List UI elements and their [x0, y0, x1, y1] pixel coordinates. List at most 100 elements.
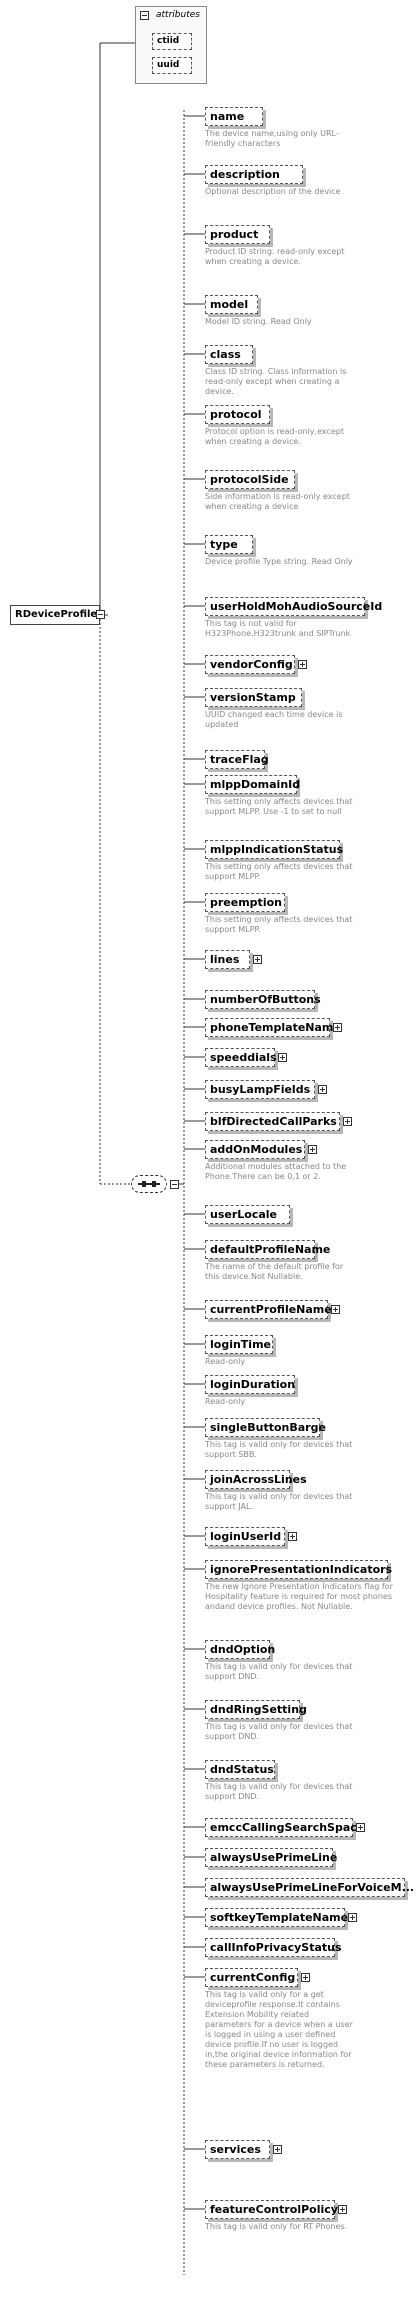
- element-speeddials[interactable]: speeddials: [205, 1048, 277, 1067]
- expand-icon[interactable]: [308, 1145, 317, 1154]
- element-label: preemption: [210, 896, 282, 909]
- element-logintime[interactable]: loginTime: [205, 1335, 273, 1354]
- element-phonetemplatename[interactable]: phoneTemplateName: [205, 1018, 341, 1037]
- attribute-uuid[interactable]: uuid: [152, 57, 192, 74]
- element-protocolside[interactable]: protocolSide: [205, 470, 295, 489]
- element-label: dndStatus: [210, 1763, 274, 1776]
- element-name[interactable]: name: [205, 107, 263, 126]
- element-userholdmohaudiosourceid[interactable]: userHoldMohAudioSourceId: [205, 597, 382, 616]
- element-alwaysuseprimeline[interactable]: alwaysUsePrimeLine: [205, 1848, 337, 1867]
- expand-icon[interactable]: [348, 1913, 357, 1922]
- element-label: mlppIndicationStatus: [210, 843, 344, 856]
- element-numberofbuttons[interactable]: numberOfButtons: [205, 990, 321, 1009]
- collapse-icon[interactable]: [140, 11, 149, 20]
- element-description: This setting only affects devices that s…: [205, 862, 353, 881]
- element-mlppdomainid[interactable]: mlppDomainId: [205, 775, 301, 794]
- expand-icon[interactable]: [253, 955, 262, 964]
- element-loginuserid[interactable]: loginUserId: [205, 1527, 285, 1546]
- root-collapse-icon[interactable]: [96, 610, 105, 619]
- expand-icon[interactable]: [298, 660, 307, 669]
- element-description: This tag is valid only for a get devicep…: [205, 1990, 353, 2069]
- sequence-collapse-icon[interactable]: [170, 1180, 179, 1189]
- element-loginduration[interactable]: loginDuration: [205, 1375, 295, 1394]
- element-label: joinAcrossLines: [210, 1473, 307, 1486]
- element-emcccallingsearchspace[interactable]: emccCallingSearchSpace: [205, 1818, 364, 1837]
- element-description[interactable]: description: [205, 165, 303, 184]
- element-label: services: [210, 2143, 261, 2156]
- expand-icon[interactable]: [356, 1823, 365, 1832]
- element-description: Class ID string. Class information is re…: [205, 367, 347, 396]
- element-label: model: [210, 298, 249, 311]
- root-element[interactable]: RDeviceProfile: [10, 605, 100, 625]
- element-label: featureControlPolicy: [210, 2203, 338, 2216]
- expand-icon[interactable]: [343, 1117, 352, 1126]
- element-type[interactable]: type: [205, 535, 253, 554]
- element-description: Model ID string. Read Only: [205, 317, 312, 326]
- element-label: name: [210, 110, 245, 123]
- attributes-group: attributes ctiid uuid: [135, 6, 207, 84]
- element-label: loginUserId: [210, 1530, 282, 1543]
- element-label: mlppDomainId: [210, 778, 301, 791]
- element-label: loginDuration: [210, 1378, 296, 1391]
- element-label: softkeyTemplateName: [210, 1911, 349, 1924]
- element-lines[interactable]: lines: [205, 950, 250, 969]
- expand-icon[interactable]: [331, 1305, 340, 1314]
- element-class[interactable]: class: [205, 345, 253, 364]
- element-label: addOnModules: [210, 1143, 303, 1156]
- element-dndstatus[interactable]: dndStatus: [205, 1760, 275, 1779]
- element-label: emccCallingSearchSpace: [210, 1821, 365, 1834]
- expand-icon[interactable]: [338, 2205, 347, 2214]
- element-preemption[interactable]: preemption: [205, 893, 285, 912]
- element-dndringsetting[interactable]: dndRingSetting: [205, 1700, 307, 1719]
- element-alwaysuseprimelineforvoicem[interactable]: alwaysUsePrimeLineForVoiceM...: [205, 1878, 414, 1897]
- element-description: Read-only: [205, 1397, 246, 1406]
- sequence-icon: [138, 1181, 160, 1187]
- element-label: dndRingSetting: [210, 1703, 307, 1716]
- element-services[interactable]: services: [205, 2140, 270, 2159]
- element-model[interactable]: model: [205, 295, 258, 314]
- element-joinacrosslines[interactable]: joinAcrossLines: [205, 1470, 307, 1489]
- element-description: Protocol option is read-only,except when…: [205, 427, 344, 446]
- element-defaultprofilename[interactable]: defaultProfileName: [205, 1240, 330, 1259]
- element-label: loginTime: [210, 1338, 271, 1351]
- element-callinfoprivacystatus[interactable]: callInfoPrivacyStatus: [205, 1938, 342, 1957]
- element-busylampfields[interactable]: busyLampFields: [205, 1080, 315, 1099]
- element-vendorconfig[interactable]: vendorConfig: [205, 655, 295, 674]
- element-description: Product ID string. read-only except when…: [205, 247, 345, 266]
- element-addonmodules[interactable]: addOnModules: [205, 1140, 305, 1159]
- element-versionstamp[interactable]: versionStamp: [205, 688, 302, 707]
- element-dndoption[interactable]: dndOption: [205, 1640, 275, 1659]
- expand-icon[interactable]: [318, 1085, 327, 1094]
- element-label: currentProfileName: [210, 1303, 332, 1316]
- element-protocol[interactable]: protocol: [205, 405, 270, 424]
- element-label: type: [210, 538, 238, 551]
- element-label: class: [210, 348, 241, 361]
- element-featurecontrolpolicy[interactable]: featureControlPolicy: [205, 2200, 338, 2219]
- expand-icon[interactable]: [333, 1023, 342, 1032]
- element-singlebuttonbarge[interactable]: singleButtonBarge: [205, 1418, 326, 1437]
- expand-icon[interactable]: [288, 1532, 297, 1541]
- element-label: versionStamp: [210, 691, 296, 704]
- element-product[interactable]: product: [205, 225, 270, 244]
- element-label: vendorConfig: [210, 658, 293, 671]
- element-currentconfig[interactable]: currentConfig: [205, 1968, 298, 1987]
- element-userlocale[interactable]: userLocale: [205, 1205, 290, 1224]
- element-softkeytemplatename[interactable]: softkeyTemplateName: [205, 1908, 349, 1927]
- expand-icon[interactable]: [301, 1973, 310, 1982]
- element-traceflag[interactable]: traceFlag: [205, 750, 269, 769]
- element-description: Optional description of the device: [205, 187, 341, 196]
- element-description: This tag is valid only for devices that …: [205, 1722, 353, 1741]
- element-description: The new Ignore Presentation Indicators f…: [205, 1582, 393, 1611]
- element-currentprofilename[interactable]: currentProfileName: [205, 1300, 332, 1319]
- sequence-compositor[interactable]: [131, 1175, 167, 1193]
- expand-icon[interactable]: [273, 2145, 282, 2154]
- element-label: currentConfig: [210, 1971, 296, 1984]
- element-label: product: [210, 228, 259, 241]
- expand-icon[interactable]: [278, 1053, 287, 1062]
- element-blfdirectedcallparks[interactable]: blfDirectedCallParks: [205, 1112, 340, 1131]
- attribute-ctiid[interactable]: ctiid: [152, 33, 192, 50]
- element-mlppindicationstatus[interactable]: mlppIndicationStatus: [205, 840, 344, 859]
- element-description: This tag is valid only for RT Phones.: [205, 2222, 348, 2231]
- element-ignorepresentationindicators[interactable]: ignorePresentationIndicators: [205, 1560, 392, 1579]
